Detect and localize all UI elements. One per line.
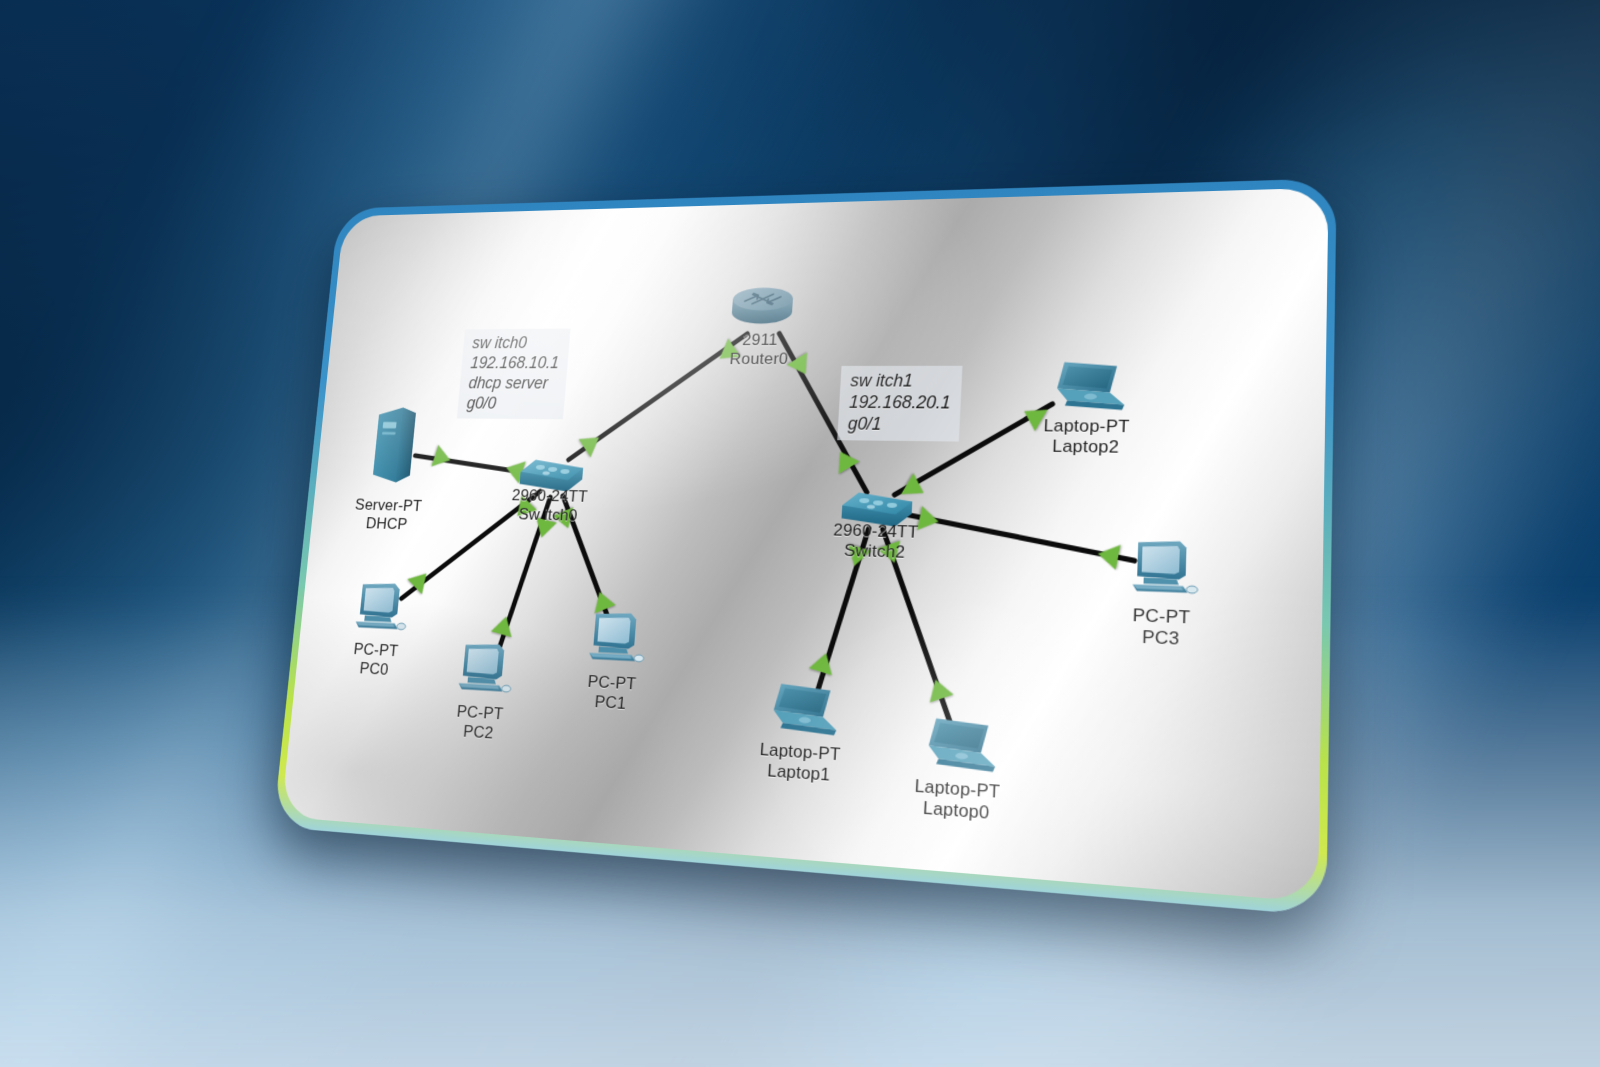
device-name-label: Router0 xyxy=(729,349,789,368)
switch-icon[interactable] xyxy=(837,485,917,536)
laptop-icon[interactable] xyxy=(1045,360,1130,420)
annotation-line: g0/1 xyxy=(847,413,882,434)
laptop-icon xyxy=(772,683,838,736)
device-name-label: Laptop1 xyxy=(766,760,831,785)
pc-icon[interactable] xyxy=(349,580,411,642)
device-name-label: PC3 xyxy=(1141,626,1180,649)
device-model-label: Server-PT xyxy=(354,495,423,515)
device-name-label: Sw itch0 xyxy=(517,504,579,525)
device-model-label: PC-PT xyxy=(353,639,399,660)
laptop-icon[interactable] xyxy=(917,715,1002,783)
device-name-label: Laptop2 xyxy=(1051,436,1120,457)
device-model-label: Laptop-PT xyxy=(1043,415,1130,436)
device-model-label: PC-PT xyxy=(1132,604,1191,628)
network-link[interactable] xyxy=(896,513,1135,561)
router-icon[interactable] xyxy=(728,283,797,334)
annotation-line: dhcp server xyxy=(467,373,549,393)
device-name-label: Switch2 xyxy=(843,540,906,562)
device-model-label: Laptop-PT xyxy=(914,775,1001,802)
annotation-line: sw itch0 xyxy=(471,333,528,352)
laptop-icon[interactable] xyxy=(762,681,843,746)
network-link[interactable] xyxy=(817,527,868,693)
device-model-label: 2911 xyxy=(741,330,779,349)
link-layer xyxy=(281,188,1329,903)
network-link[interactable] xyxy=(895,403,1053,498)
pc-icon xyxy=(588,611,648,670)
device-model-label: Laptop-PT xyxy=(759,739,842,764)
pc-icon xyxy=(355,582,410,637)
pc-icon xyxy=(1132,540,1200,602)
device-name-label: PC2 xyxy=(462,721,495,742)
device-model-label: 2960-24TT xyxy=(832,519,919,542)
pc-icon[interactable] xyxy=(452,641,516,705)
switch-icon xyxy=(841,492,913,527)
device-model-label: 2960-24TT xyxy=(511,485,589,506)
device-model-label: PC-PT xyxy=(587,671,637,694)
device-name-label: PC0 xyxy=(358,658,390,679)
server-icon[interactable] xyxy=(366,404,422,493)
pc-icon xyxy=(458,642,515,700)
annotation-line: 192.168.10.1 xyxy=(469,353,560,372)
annotation-line: sw itch1 xyxy=(849,370,914,391)
pc-icon[interactable] xyxy=(582,610,648,675)
network-link[interactable] xyxy=(872,529,959,724)
device-name-label: DHCP xyxy=(365,513,409,533)
router-icon xyxy=(731,287,794,324)
annotation-line: g0/0 xyxy=(465,393,497,413)
server-icon xyxy=(372,407,417,483)
annotation-line: 192.168.20.1 xyxy=(848,392,952,413)
pc-icon[interactable] xyxy=(1125,538,1200,607)
device-name-label: Laptop0 xyxy=(922,797,990,823)
device-name-label: PC1 xyxy=(593,691,627,713)
laptop-icon xyxy=(927,718,996,773)
laptop-icon xyxy=(1056,362,1125,410)
